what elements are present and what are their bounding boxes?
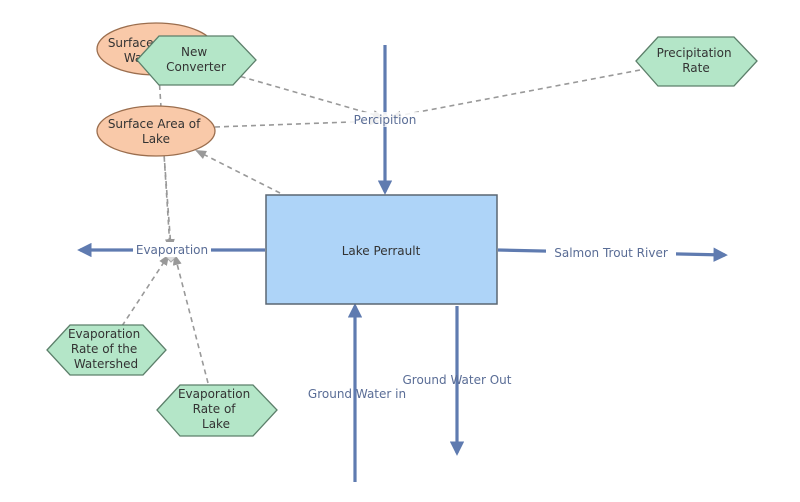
link-evap-rate-lake-to-evaporation [172,253,209,384]
link-new-converter-to-precipitation [231,73,385,119]
converter-evap-rate-lake[interactable]: Evaporation Rate of Lake [156,384,278,437]
variable-label-line: Surface Area of [108,117,201,131]
converter-shape[interactable] [635,36,758,87]
converter-label-line: Watershed [74,357,138,371]
ground-water-out-flow-label[interactable]: Ground Water Out [403,373,512,387]
converter-evap-rate-watershed[interactable]: Evaporation Rate of the Watershed [46,324,167,376]
influence-links [121,69,641,384]
converter-new-converter[interactable]: New Converter [136,35,257,86]
variable-shape[interactable] [96,105,216,157]
ground-water-in-flow-label[interactable]: Ground Water in [308,387,406,401]
flow-labels: Percipition Evaporation Salmon Trout Riv… [133,112,676,401]
converter-shape[interactable] [46,324,167,376]
variable-surface-area-lake[interactable]: Surface Area of Lake [96,105,216,157]
svg-text:Evaporation Rate of the: Evaporation Rate of the Watershed [68,327,144,371]
svg-text:Surface Area of Lake: Surface Area of Lake [108,117,204,146]
converter-label-line: Converter [166,60,226,74]
evaporation-flow-label[interactable]: Evaporation [136,243,208,257]
stock-lake-perrault[interactable]: Lake Perrault [265,194,498,305]
svg-text:Evaporation Rate of: Evaporation Rate of Lake [178,387,254,431]
converter-label-line: Rate [682,61,710,75]
stock-label: Lake Perrault [342,244,421,258]
converter-label-line: Evaporation [178,387,250,401]
link-precipitation-rate-to-precipitation [389,69,641,120]
stock-box[interactable] [265,194,498,305]
link-lake-area-to-evaporation [163,153,175,251]
converter-shape[interactable] [156,384,278,437]
converter-label-line: Rate of [193,402,237,416]
link-evap-rate-watershed-to-evaporation [121,254,170,327]
converter-label-line: New [181,45,207,59]
variable-label-line: Lake [142,132,170,146]
converter-label-line: Lake [202,417,230,431]
salmon-trout-river-flow-label[interactable]: Salmon Trout River [554,246,668,260]
svg-text:New Converter: New Converter [166,45,226,74]
precipitation-flow-label[interactable]: Percipition [354,113,417,127]
converter-label-line: Precipitation [657,46,732,60]
svg-text:Precipitation Rate: Precipitation Rate [657,46,736,75]
converter-label-line: Rate of the [71,342,137,356]
converter-label-line: Evaporation [68,327,140,341]
link-stock-to-surface-area-lake [195,149,281,194]
link-watershed-to-evaporation [158,75,174,251]
converter-precipitation-rate[interactable]: Precipitation Rate [635,36,758,87]
converter-shape[interactable] [136,35,257,86]
